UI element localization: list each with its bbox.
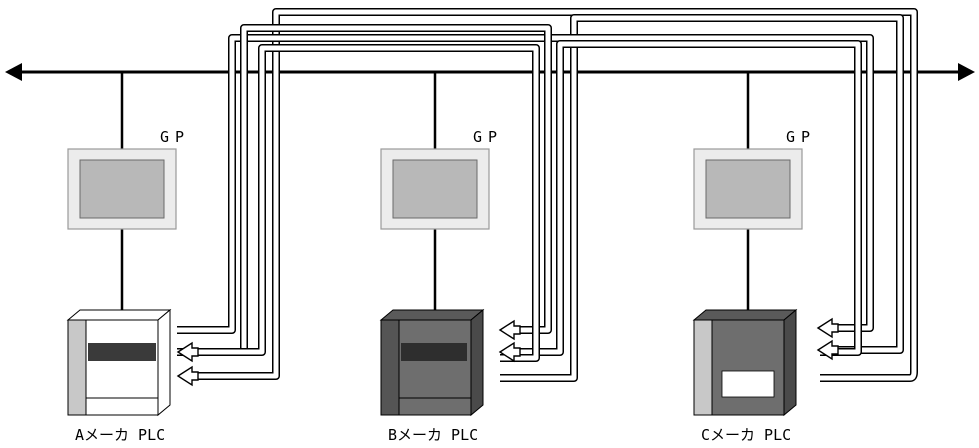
gp-panel-c	[693, 148, 803, 230]
drop-lines	[120, 72, 750, 312]
bus-arrow-right-icon	[958, 63, 975, 81]
gp-panel-a	[67, 148, 177, 230]
communication-routes	[176, 8, 918, 387]
gp-screen	[392, 159, 478, 219]
route-c-to-a-arrow-icon	[176, 365, 199, 387]
gp-label-c: GP	[786, 128, 816, 146]
gp-panel-b	[380, 148, 490, 230]
gp-screen	[705, 159, 791, 219]
route-b-to-c-arrow-icon	[816, 339, 839, 361]
route-c-to-b-arrow-icon	[498, 341, 521, 363]
plc-b-icon	[379, 308, 485, 417]
plc-label-a: Aメーカ PLC	[75, 426, 165, 444]
route-c-to-b-fill	[520, 41, 861, 355]
route-a-to-b-arrow-icon	[498, 319, 521, 341]
route-b-to-a-arrow-icon	[176, 341, 199, 363]
gp-label-a: GP	[160, 128, 190, 146]
plc-c-icon	[692, 308, 798, 417]
route-a-to-c-arrow-icon	[816, 317, 839, 339]
gp-label-b: GP	[473, 128, 503, 146]
route-c-to-a-fill	[198, 9, 917, 381]
route-b-to-c-fill	[500, 15, 903, 381]
bus-arrow-left-icon	[5, 63, 22, 81]
plc-label-c: Cメーカ PLC	[701, 426, 791, 444]
route-b-to-a-fill	[198, 45, 539, 361]
plc-a-icon	[66, 308, 172, 417]
network-bus	[5, 63, 975, 81]
plc-label-b: Bメーカ PLC	[388, 426, 478, 444]
gp-screen	[79, 159, 165, 219]
